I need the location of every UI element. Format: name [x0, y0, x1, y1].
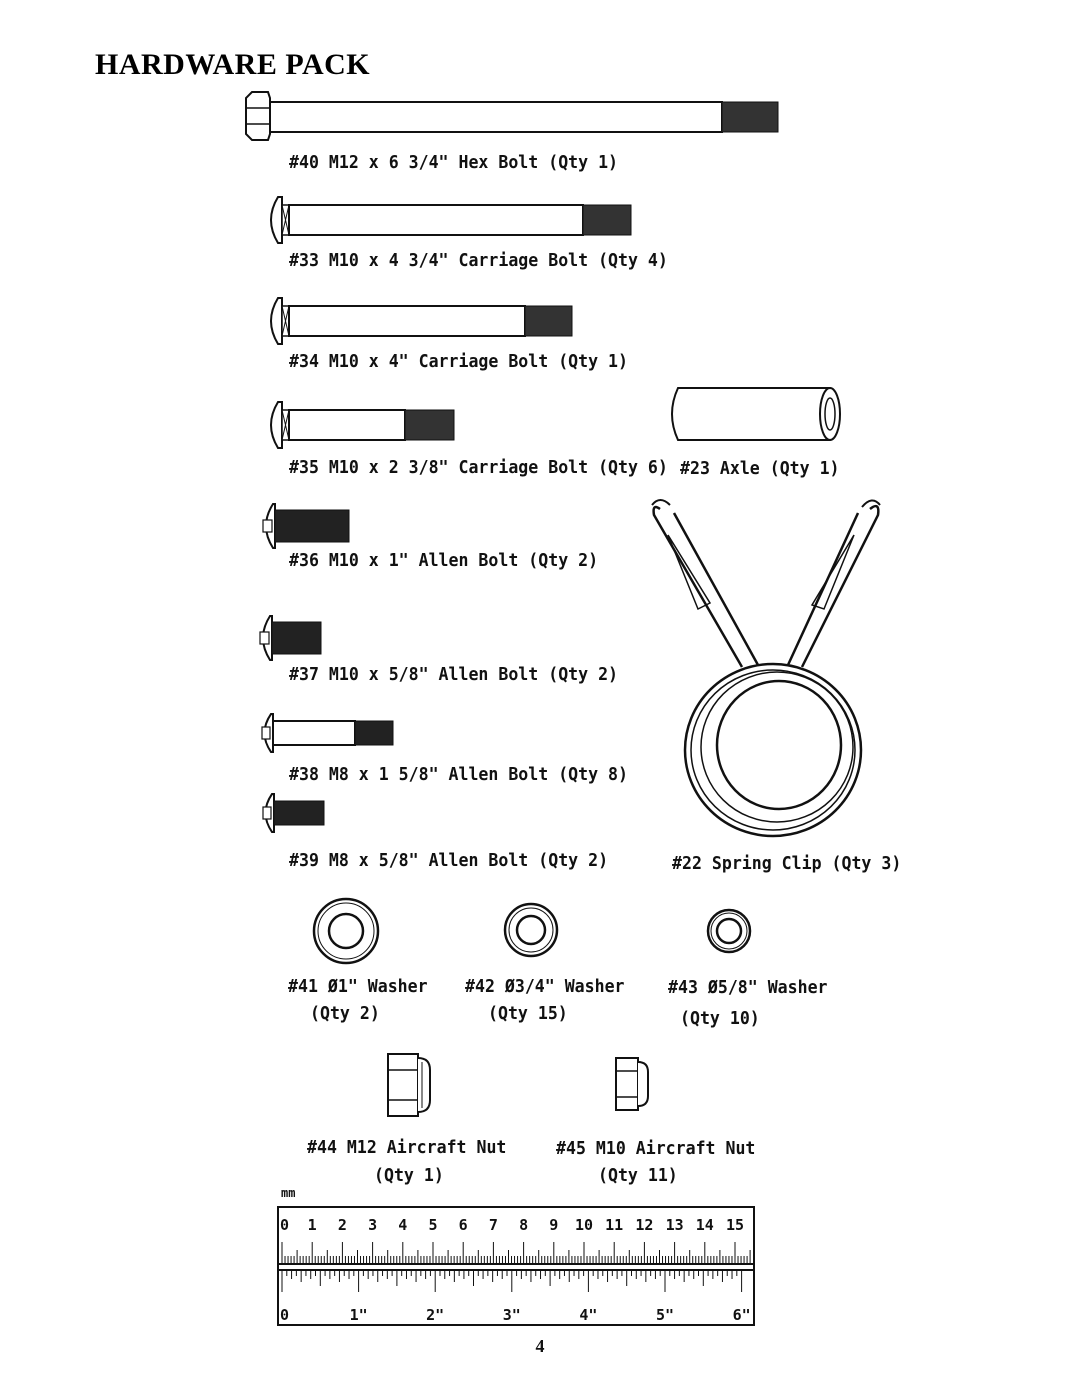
ruler-cm-label: 8 — [519, 1216, 528, 1234]
axle-icon — [671, 387, 841, 441]
ruler-cm-label: 11 — [605, 1216, 623, 1234]
ruler-inch-label: 6" — [733, 1306, 751, 1324]
ruler-cm-label: 9 — [549, 1216, 558, 1234]
part-35-label: #35 M10 x 2 3/8" Carriage Bolt (Qty 6) — [289, 457, 668, 478]
carriage-bolt-icon — [270, 297, 573, 345]
ruler-cm-label: 6 — [459, 1216, 468, 1234]
part-41-qty: (Qty 2) — [310, 1003, 380, 1024]
ruler-cm-label: 10 — [575, 1216, 593, 1234]
carriage-bolt-icon — [270, 401, 455, 449]
ruler-cm-label: 0 — [280, 1216, 289, 1234]
ruler-cm-label: 3 — [368, 1216, 377, 1234]
part-45-qty: (Qty 11) — [598, 1165, 678, 1186]
allen-bolt-icon — [259, 615, 322, 661]
part-42-label: #42 Ø3/4" Washer — [465, 976, 625, 997]
ruler-inch-label: 1" — [350, 1306, 368, 1324]
ruler-inch-label: 4" — [579, 1306, 597, 1324]
ruler-cm-label: 13 — [666, 1216, 684, 1234]
allen-bolt-icon — [262, 793, 325, 833]
ruler-inch-label: 3" — [503, 1306, 521, 1324]
aircraft-nut-icon — [387, 1053, 431, 1117]
aircraft-nut-icon — [615, 1057, 649, 1111]
washer-icon — [312, 897, 380, 965]
hex-bolt-icon — [245, 91, 779, 141]
page-title: HARDWARE PACK — [95, 48, 371, 81]
washer-icon — [503, 902, 559, 958]
ruler-cm-label: 5 — [428, 1216, 437, 1234]
part-34-label: #34 M10 x 4" Carriage Bolt (Qty 1) — [289, 351, 628, 372]
washer-icon — [706, 908, 752, 954]
part-43-label: #43 Ø5/8" Washer — [668, 977, 828, 998]
ruler-inch-label: 2" — [426, 1306, 444, 1324]
ruler-cm-label: 1 — [308, 1216, 317, 1234]
page-number: 4 — [535, 1336, 545, 1356]
part-22-label: #22 Spring Clip (Qty 3) — [672, 853, 902, 874]
part-45-label: #45 M10 Aircraft Nut — [556, 1138, 756, 1159]
ruler-cm-label: 4 — [398, 1216, 407, 1234]
ruler-cm-label: 14 — [696, 1216, 714, 1234]
ruler-cm-label: 2 — [338, 1216, 347, 1234]
allen-bolt-icon — [261, 713, 394, 753]
part-37-label: #37 M10 x 5/8" Allen Bolt (Qty 2) — [289, 664, 619, 685]
part-23-label: #23 Axle (Qty 1) — [680, 458, 840, 479]
ruler-inch-label: 0 — [280, 1306, 289, 1324]
part-44-label: #44 M12 Aircraft Nut — [307, 1137, 507, 1158]
spring-clip-icon — [651, 499, 881, 838]
part-38-label: #38 M8 x 1 5/8" Allen Bolt (Qty 8) — [289, 764, 628, 785]
carriage-bolt-icon — [270, 196, 632, 244]
ruler-cm-label: 7 — [489, 1216, 498, 1234]
part-39-label: #39 M8 x 5/8" Allen Bolt (Qty 2) — [289, 850, 609, 871]
ruler-mm-unit: mm — [281, 1186, 296, 1200]
allen-bolt-icon — [262, 503, 350, 549]
part-43-qty: (Qty 10) — [680, 1008, 760, 1029]
part-42-qty: (Qty 15) — [488, 1003, 568, 1024]
part-41-label: #41 Ø1" Washer — [288, 976, 428, 997]
part-44-qty: (Qty 1) — [374, 1165, 444, 1186]
part-33-label: #33 M10 x 4 3/4" Carriage Bolt (Qty 4) — [289, 250, 668, 271]
ruler-cm-label: 15 — [726, 1216, 744, 1234]
part-36-label: #36 M10 x 1" Allen Bolt (Qty 2) — [289, 550, 599, 571]
ruler-cm-label: 12 — [635, 1216, 653, 1234]
part-40-label: #40 M12 x 6 3/4" Hex Bolt (Qty 1) — [289, 152, 619, 173]
ruler-inch-label: 5" — [656, 1306, 674, 1324]
